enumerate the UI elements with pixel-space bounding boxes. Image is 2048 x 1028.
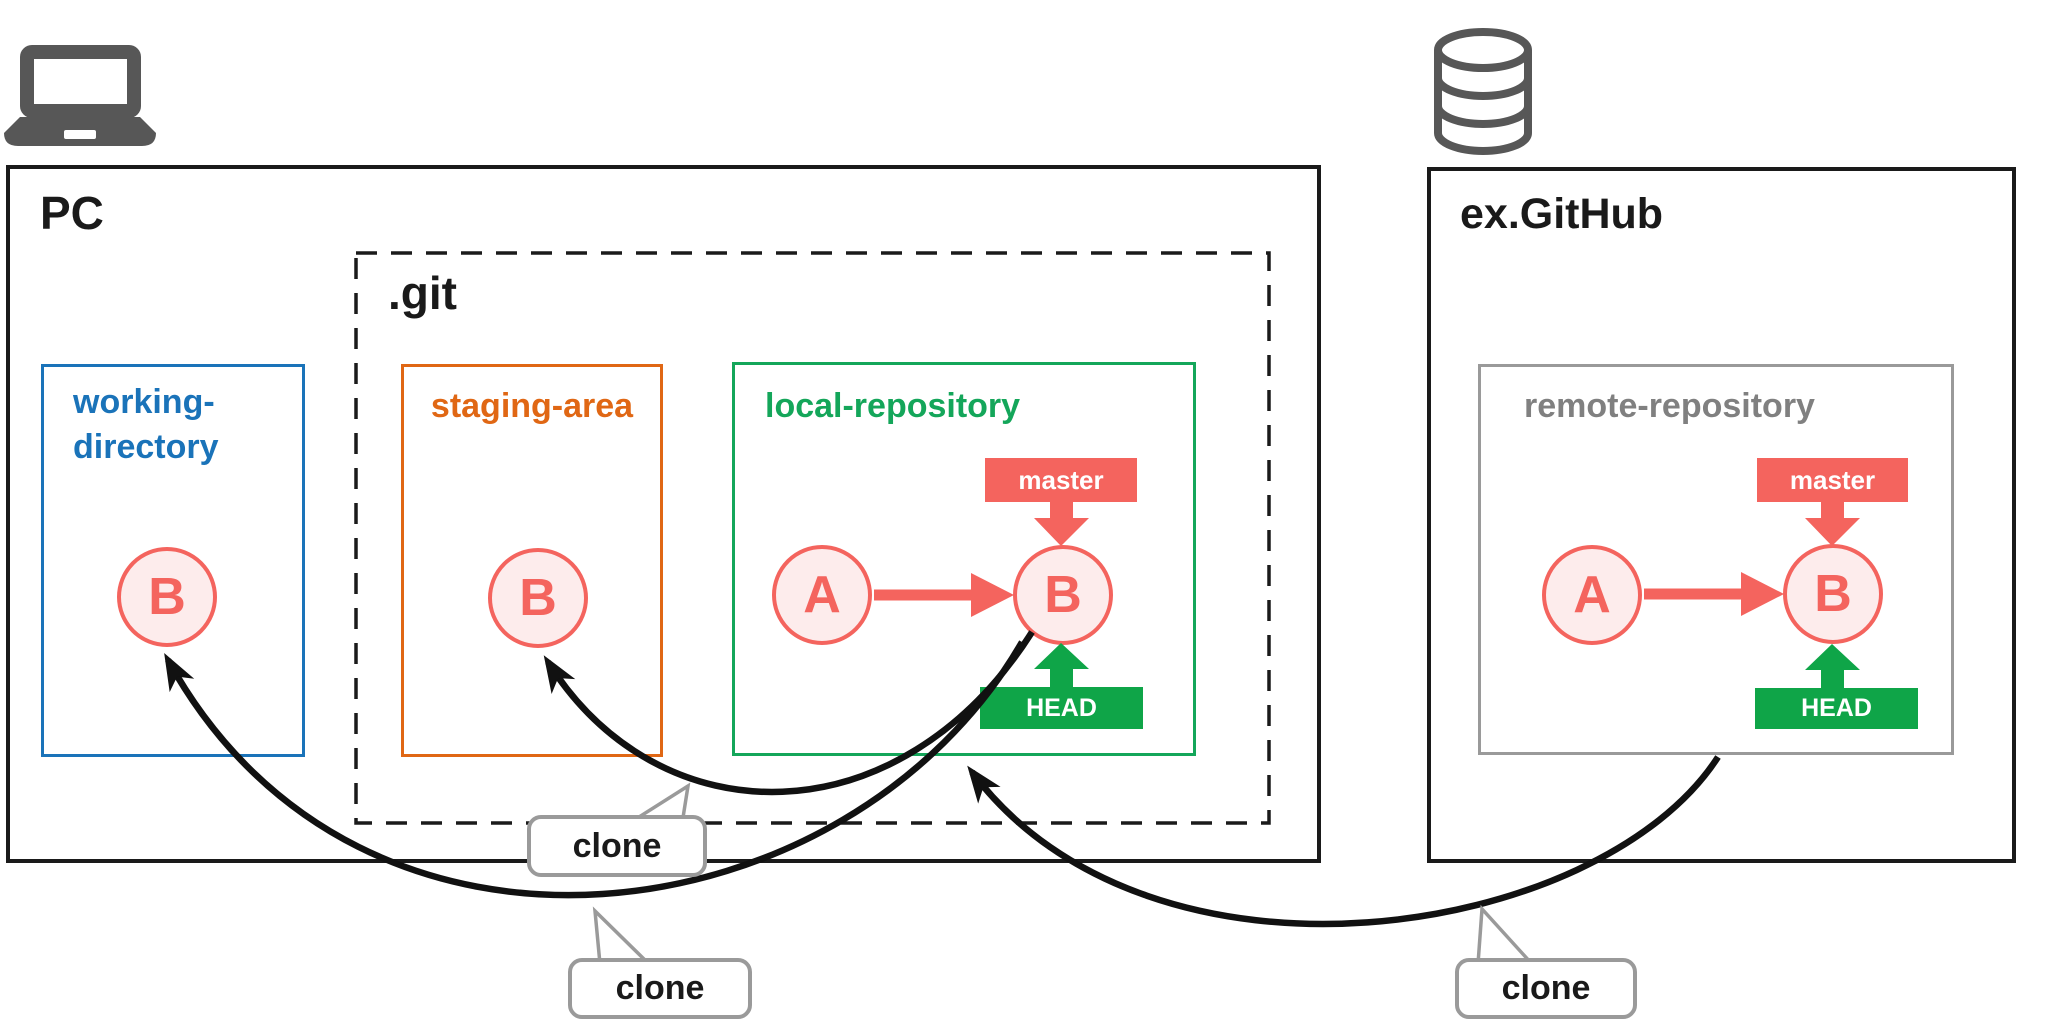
clone-label-remote: clone — [1455, 958, 1637, 1019]
commit-node-working-b: B — [117, 547, 217, 647]
master-badge-remote: master — [1757, 458, 1908, 502]
database-icon — [1434, 28, 1532, 155]
commit-node-remote-b: B — [1783, 544, 1883, 644]
commit-node-local-b: B — [1013, 545, 1113, 645]
remote-repository-label: remote-repository — [1524, 387, 1815, 425]
working-directory-label-line1: working- — [73, 383, 215, 421]
master-badge-local: master — [985, 458, 1137, 502]
commit-node-staging-b: B — [488, 548, 588, 648]
git-folder-title: .git — [388, 267, 457, 319]
clone-callout-tail-working — [592, 906, 654, 966]
clone-label-staging: clone — [527, 815, 707, 877]
github-title: ex.GitHub — [1460, 190, 1664, 238]
github-box — [1427, 167, 2016, 863]
commit-node-remote-a: A — [1542, 545, 1642, 645]
commit-node-local-a: A — [772, 545, 872, 645]
head-badge-remote: HEAD — [1755, 688, 1918, 729]
working-directory-label-line2: directory — [73, 427, 219, 466]
working-directory-label: working- directory — [73, 380, 219, 470]
head-badge-local: HEAD — [980, 687, 1143, 729]
remote-repository-box — [1478, 364, 1954, 755]
staging-area-label: staging-area — [430, 387, 634, 425]
clone-callout-tail-remote — [1476, 904, 1536, 966]
local-repository-label: local-repository — [765, 387, 1021, 425]
pc-title: PC — [40, 187, 104, 239]
clone-label-working: clone — [568, 958, 752, 1019]
laptop-icon — [4, 45, 156, 146]
